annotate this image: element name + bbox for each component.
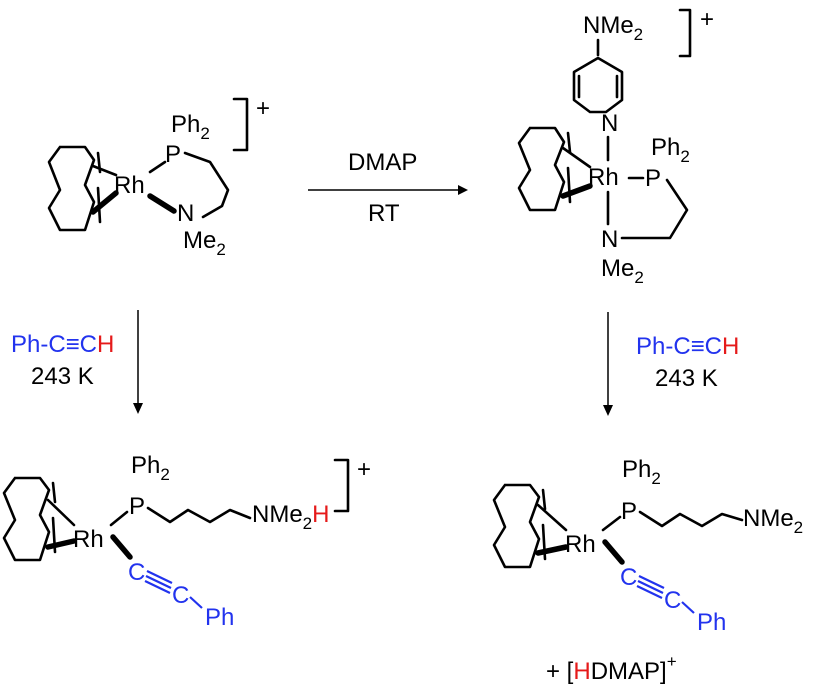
temp-right: 243 K	[655, 365, 718, 392]
propyl-chain	[638, 510, 744, 528]
reagent-right: Ph-C≡CH	[636, 333, 739, 360]
bond-rh-olefin-wedge	[560, 183, 593, 199]
bond-rh-p	[601, 515, 622, 532]
arrow-left: Ph-C≡CH 243 K	[11, 310, 143, 414]
c2-label: C	[172, 582, 189, 609]
ph2-label: Ph2	[131, 452, 170, 484]
cod-ligand-1	[47, 145, 102, 232]
amine-label: NMe2	[743, 505, 803, 537]
ph2-label: Ph2	[651, 134, 690, 166]
n-label: N	[177, 200, 194, 227]
bond-rh-olefin-wedge	[535, 544, 569, 556]
compound-2: NMe2 + N Rh P Ph2 N Me2	[517, 6, 714, 287]
bond-rh-p	[148, 160, 167, 174]
ph2-label: Ph2	[622, 456, 661, 488]
triple-bond-3	[144, 580, 171, 594]
triple-bond-1	[146, 570, 173, 584]
arrow-dmap: DMAP RT	[308, 149, 468, 227]
compound-1: Rh P Ph2 N Me2 +	[47, 95, 270, 259]
triple-bond-3	[636, 585, 663, 599]
bracket	[232, 97, 249, 152]
rh-label: Rh	[114, 172, 145, 199]
p-label: P	[645, 165, 661, 192]
bond-rh-olefin-wedge	[90, 190, 119, 215]
bond-rh-c-wedge	[110, 534, 133, 560]
compound-3: Rh P Ph2 NMe2H + C C Ph	[2, 452, 371, 631]
amine-label: NMe2H	[252, 501, 329, 533]
bond-rh-olefin	[536, 503, 568, 532]
p-label: P	[621, 498, 637, 525]
propyl-chain	[620, 178, 689, 240]
compound-4: Rh P Ph2 NMe2 C C Ph	[492, 456, 803, 636]
bond-rh-p	[109, 510, 129, 527]
bond-rh-olefin	[91, 164, 118, 177]
n-label: N	[601, 226, 618, 253]
charge-label: +	[700, 6, 714, 33]
ph-label: Ph	[697, 609, 726, 636]
p-label: P	[129, 493, 145, 520]
byproduct: + [HDMAP]+	[546, 652, 677, 685]
arrow-label-above: DMAP	[348, 149, 417, 176]
charge-label: +	[357, 456, 371, 483]
arrow-right: Ph-C≡CH 243 K	[603, 312, 739, 416]
bracket	[333, 458, 350, 513]
py-n-label: N	[601, 110, 618, 137]
byproduct-label: + [HDMAP]+	[546, 652, 677, 685]
rh-label: Rh	[565, 531, 596, 558]
triple-bond-2	[637, 580, 664, 594]
bond-rh-olefin	[46, 498, 76, 527]
c2-label: C	[664, 587, 681, 614]
ph2-label: Ph2	[171, 111, 210, 143]
bond-rh-olefin-wedge	[45, 538, 77, 550]
bracket	[678, 8, 692, 58]
rh-label: Rh	[588, 164, 619, 191]
me2-label: Me2	[601, 255, 644, 287]
dmap-nme2-label: NMe2	[583, 12, 643, 44]
me2-label: Me2	[183, 227, 226, 259]
bond-c-ph	[189, 596, 203, 609]
c1-label: C	[620, 564, 637, 591]
bond-rh-n-wedge	[147, 193, 177, 214]
pyridine-ring	[572, 38, 624, 114]
temp-left: 243 K	[31, 363, 94, 390]
bond-rh-c-wedge	[602, 539, 625, 565]
triple-bond-2	[145, 575, 172, 589]
bond-c-ph	[681, 601, 695, 614]
propyl-chain	[146, 506, 252, 524]
reagent-left: Ph-C≡CH	[11, 331, 114, 358]
charge-label: +	[256, 95, 270, 122]
triple-bond-1	[638, 575, 665, 589]
c1-label: C	[128, 559, 145, 586]
bond-rh-olefin	[561, 146, 592, 169]
ph-label: Ph	[205, 604, 234, 631]
propyl-chain	[183, 151, 230, 219]
rh-label: Rh	[73, 526, 104, 553]
p-label: P	[165, 141, 181, 168]
arrow-label-below: RT	[368, 200, 400, 227]
